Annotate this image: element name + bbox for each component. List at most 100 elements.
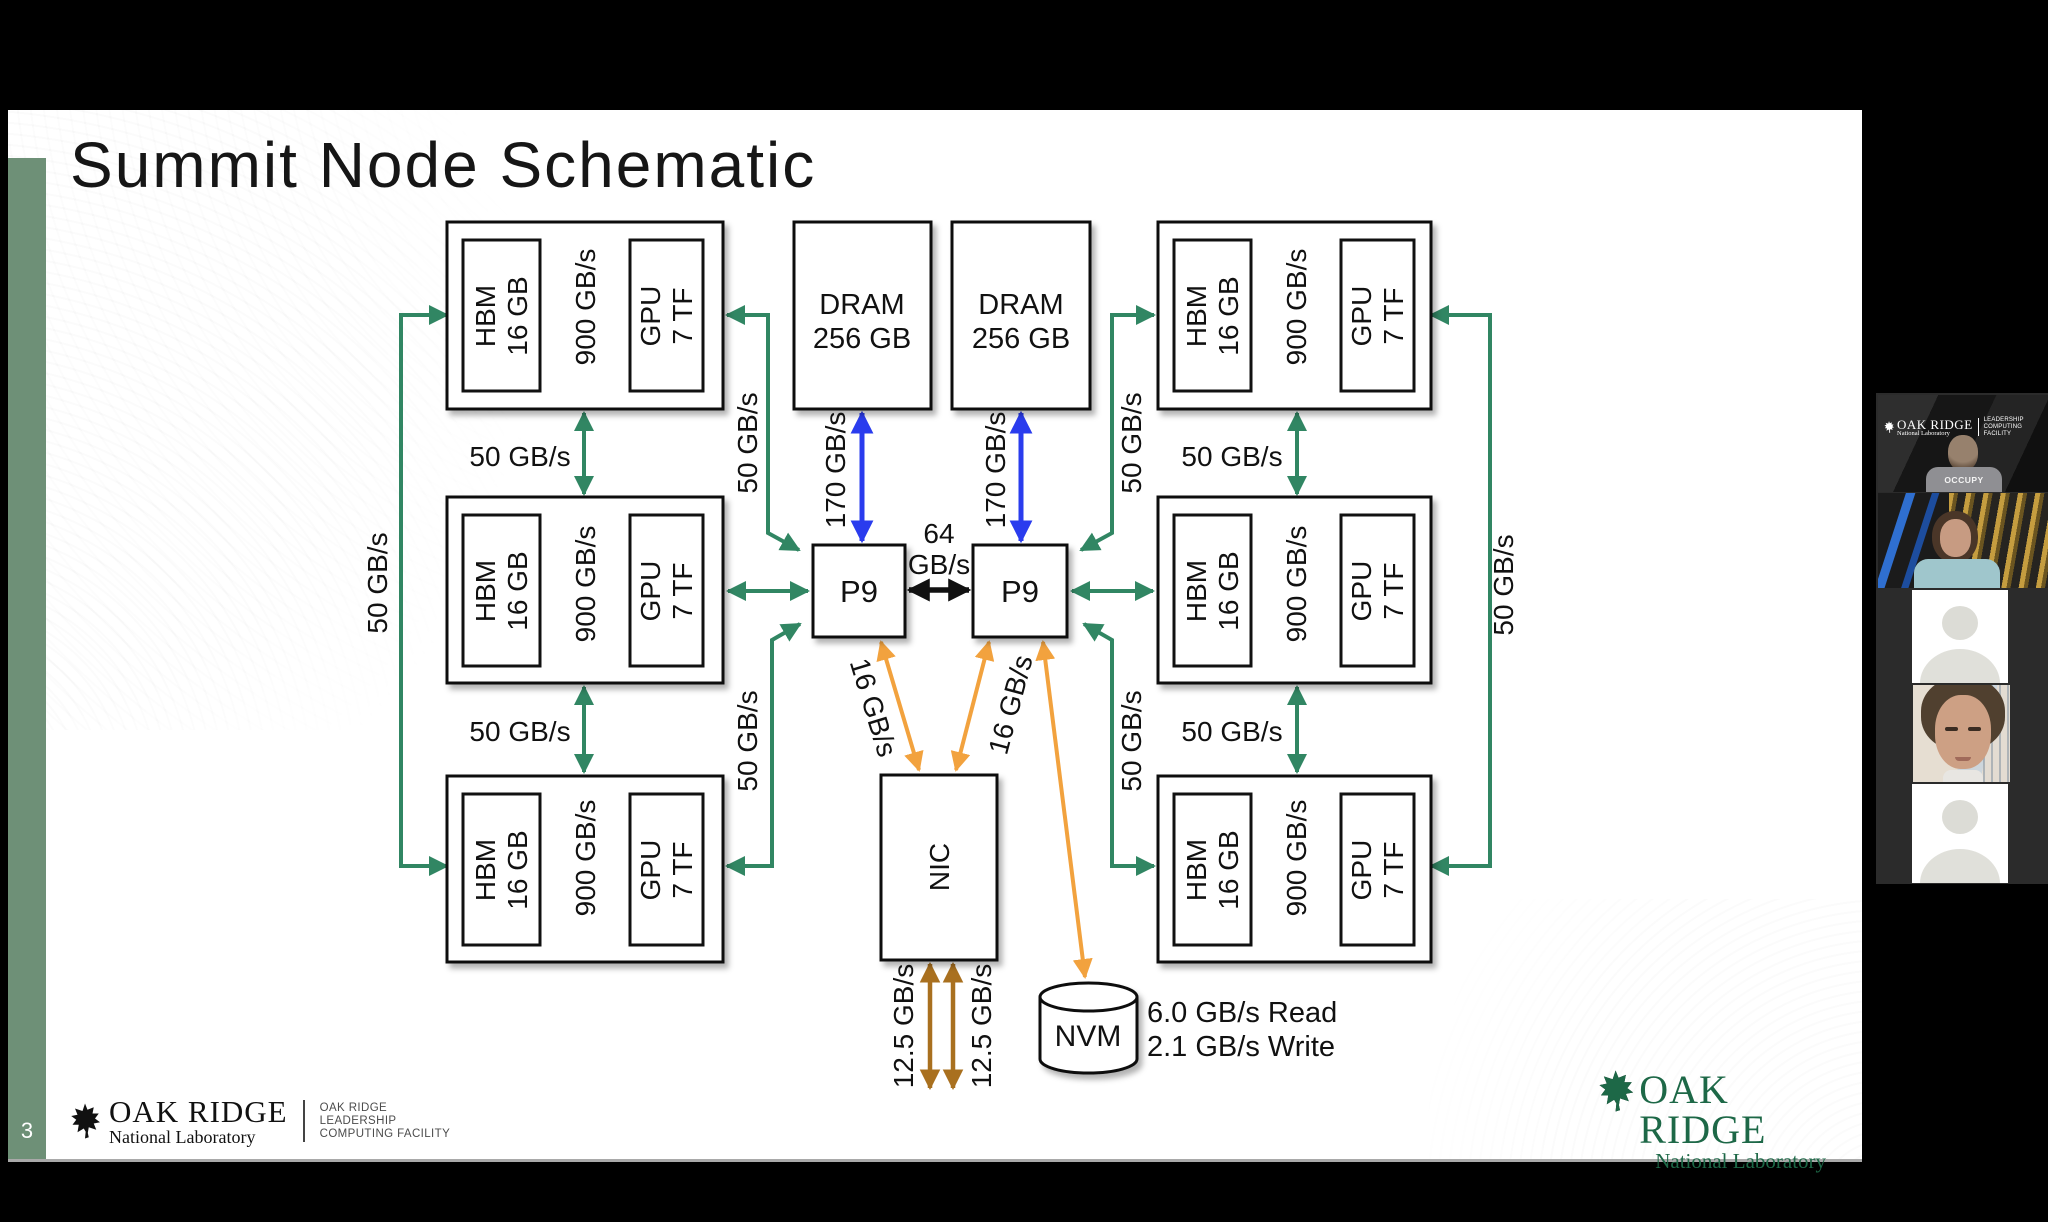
dram-label: DRAM (819, 289, 904, 321)
logo-divider (302, 1100, 305, 1143)
vb-logo-line: LEADERSHIP (1983, 417, 2024, 423)
hbm-label: HBM (470, 560, 501, 622)
hbm-size: 16 GB (1213, 551, 1244, 630)
hbm-box-bl (461, 792, 542, 947)
gpu-box-br (1339, 792, 1416, 947)
bw-50: 50 GB/s (732, 690, 763, 791)
slide-accent-bar (8, 158, 46, 1159)
ornl-logo-sub: National Laboratory (1655, 1149, 1827, 1173)
participant-shoulders (1914, 559, 2000, 588)
dram-size: 256 GB (813, 323, 911, 355)
avatar-placeholder-icon (1942, 606, 1978, 640)
p9-label: P9 (1001, 574, 1039, 609)
ornl-logo-green: OAK RIDGE National Laboratory (1598, 1070, 1862, 1173)
ornl-logo-org: OAK RIDGE (1639, 1067, 1767, 1152)
link-left-outer-50gbs (399, 305, 449, 876)
vb-logo-sub: National Laboratory (1897, 429, 1950, 437)
avatar-placeholder-icon (1942, 800, 1978, 834)
nic-box (879, 773, 999, 962)
bw-64-unit: GB/s (908, 549, 970, 580)
link-bottomleft-gpu-p9 (725, 622, 802, 876)
gpu-label: GPU (1346, 561, 1377, 622)
hbm-size: 16 GB (1213, 830, 1244, 909)
vb-logo-divider (1977, 418, 1979, 437)
participant-avatar-3[interactable] (1912, 590, 2008, 683)
bw-170: 170 GB/s (980, 412, 1011, 529)
oak-leaf-icon (1884, 421, 1894, 434)
hbm-label: HBM (1181, 285, 1212, 347)
gpu-box-ml (628, 513, 705, 668)
facility-line: OAK RIDGE (319, 1102, 388, 1115)
p9-label: P9 (840, 574, 878, 609)
bw-50: 50 GB/s (1488, 534, 1519, 635)
participant-shirt: OCCUPY (1926, 467, 2002, 492)
slide-title: Summit Node Schematic (70, 129, 817, 201)
bw-900: 900 GB/s (570, 526, 601, 643)
participant-avatar-5[interactable] (1912, 784, 2008, 883)
bw-50: 50 GB/s (469, 441, 570, 472)
bw-50: 50 GB/s (362, 532, 393, 633)
hbm-size: 16 GB (502, 551, 533, 630)
slide-page-number: 3 (20, 1118, 34, 1143)
oak-leaf-icon (71, 1103, 100, 1139)
hbm-size: 16 GB (502, 830, 533, 909)
hbm-label: HBM (470, 839, 501, 901)
participant-video-2[interactable] (1878, 493, 2048, 588)
ornl-logo-sub: National Laboratory (109, 1127, 256, 1147)
hbm-box-mr (1172, 513, 1253, 668)
link-topleft-gpu-p9 (725, 305, 801, 552)
gpu-tf: 7 TF (1378, 841, 1409, 898)
participant-head (1948, 435, 1978, 471)
bw-16: 16 GB/s (982, 652, 1038, 758)
link-p9right-nic (950, 640, 995, 772)
hbm-size: 16 GB (502, 276, 533, 355)
gpu-box-bl (628, 792, 705, 947)
bw-900: 900 GB/s (1281, 249, 1312, 366)
hbm-size: 16 GB (1213, 276, 1244, 355)
bw-900: 900 GB/s (570, 800, 601, 917)
nvm-label: NVM (1055, 1020, 1122, 1053)
bw-900: 900 GB/s (1281, 526, 1312, 643)
dram-size: 256 GB (972, 323, 1070, 355)
bw-50: 50 GB/s (1116, 392, 1147, 493)
vb-logo-org: OAK RIDGE (1897, 416, 1973, 432)
participants-sidebar: OAK RIDGE National Laboratory LEADERSHIP… (1862, 0, 2048, 1222)
vb-logo-line: FACILITY (1983, 430, 2012, 437)
participant-face (1935, 695, 1991, 769)
dram-label: DRAM (978, 289, 1063, 321)
oak-leaf-icon (1599, 1070, 1634, 1112)
hbm-box-ml (461, 513, 542, 668)
bw-900: 900 GB/s (570, 249, 601, 366)
nvm-cylinder (1038, 981, 1139, 1075)
bw-64: 64 (923, 518, 954, 549)
avatar-placeholder-icon (1920, 649, 2000, 683)
bw-50: 50 GB/s (1181, 441, 1282, 472)
dram-box-left (792, 220, 933, 411)
participant-video-1[interactable]: OAK RIDGE National Laboratory LEADERSHIP… (1878, 395, 2048, 492)
gpu-label: GPU (1346, 840, 1377, 901)
link-bottomright-gpu-p9 (1082, 622, 1156, 876)
bw-50: 50 GB/s (732, 392, 763, 493)
gpu-tf: 7 TF (667, 841, 698, 898)
gpu-tf: 7 TF (667, 562, 698, 619)
hbm-label: HBM (470, 285, 501, 347)
olcf-logo: OAK RIDGE National Laboratory OAK RIDGE … (70, 1096, 450, 1147)
gpu-label: GPU (635, 840, 666, 901)
hbm-label: HBM (1181, 839, 1212, 901)
bw-16: 16 GB/s (844, 655, 903, 761)
bw-170: 170 GB/s (820, 412, 851, 529)
link-p9right-nvm (1035, 640, 1093, 979)
gpu-label: GPU (635, 561, 666, 622)
link-right-outer-50gbs (1429, 305, 1492, 876)
gpu-tf: 7 TF (1378, 287, 1409, 344)
participant-video-4[interactable] (1913, 685, 2010, 782)
dram-box-right (950, 220, 1092, 411)
hbm-label: HBM (1181, 560, 1212, 622)
gpu-box-tl (628, 238, 705, 393)
bw-125: 12.5 GB/s (966, 964, 997, 1089)
vb-logo-line: COMPUTING (1983, 423, 2023, 430)
participant-mouth (1955, 757, 1971, 761)
bw-125: 12.5 GB/s (888, 964, 919, 1089)
hbm-box-br (1172, 792, 1253, 947)
